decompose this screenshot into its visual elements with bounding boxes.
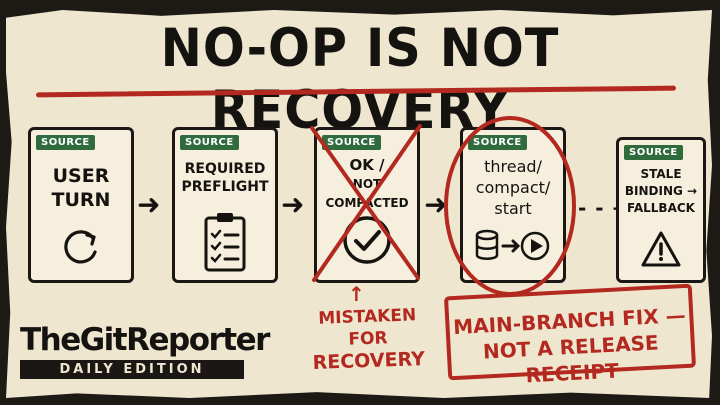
flow-arrow: ➜ [424, 188, 448, 221]
red-circle-highlight [444, 116, 576, 296]
card-title-line: STALE [640, 167, 682, 181]
card-required-preflight: SOURCE REQUIRED PREFLIGHT [172, 127, 278, 283]
card-title-line: compact/ [475, 178, 551, 197]
red-cross-out [310, 124, 422, 282]
database-to-play-icon [463, 228, 563, 264]
card-title-line: USER [52, 165, 110, 187]
card-thread-compact-start: SOURCE thread/ compact/ start [460, 127, 566, 283]
brand-name: TheGitReporter [20, 322, 270, 358]
annotation-mistaken-for-recovery: MISTAKEN FOR RECOVERY [299, 304, 437, 375]
card-title-line: REQUIRED [184, 161, 266, 177]
flow-arrow: ➜ [281, 188, 305, 221]
card-title-line: PREFLIGHT [181, 179, 269, 195]
refresh-icon [31, 226, 131, 270]
source-badge: SOURCE [180, 135, 239, 150]
brand-edition: DAILY EDITION [20, 360, 244, 379]
card-stale-binding-fallback: SOURCE STALE BINDING → FALLBACK [616, 137, 706, 283]
card-title-line: thread/ [484, 157, 542, 176]
source-badge: SOURCE [468, 135, 527, 150]
source-badge: SOURCE [624, 145, 683, 160]
card-title-line: BINDING → [624, 184, 698, 198]
card-user-turn: SOURCE USER TURN [28, 127, 134, 283]
source-badge: SOURCE [322, 135, 381, 150]
clipboard-checklist-icon [175, 210, 275, 274]
warning-stamp: MAIN-BRANCH FIX — NOT A RELEASE RECEIPT [443, 283, 697, 387]
card-title-line: OK / [349, 156, 385, 174]
annotation-arrow: ↑ [348, 282, 365, 306]
source-badge: SOURCE [36, 135, 95, 150]
card-title-line: FALLBACK [627, 201, 695, 215]
card-title-line: start [494, 199, 532, 218]
card-title-line: TURN [51, 189, 111, 211]
warning-triangle-icon [619, 230, 703, 268]
flow-arrow: ➜ [137, 188, 161, 221]
brand-logo: TheGitReporter DAILY EDITION [20, 322, 270, 379]
annotation-line: MISTAKEN FOR [317, 305, 417, 350]
